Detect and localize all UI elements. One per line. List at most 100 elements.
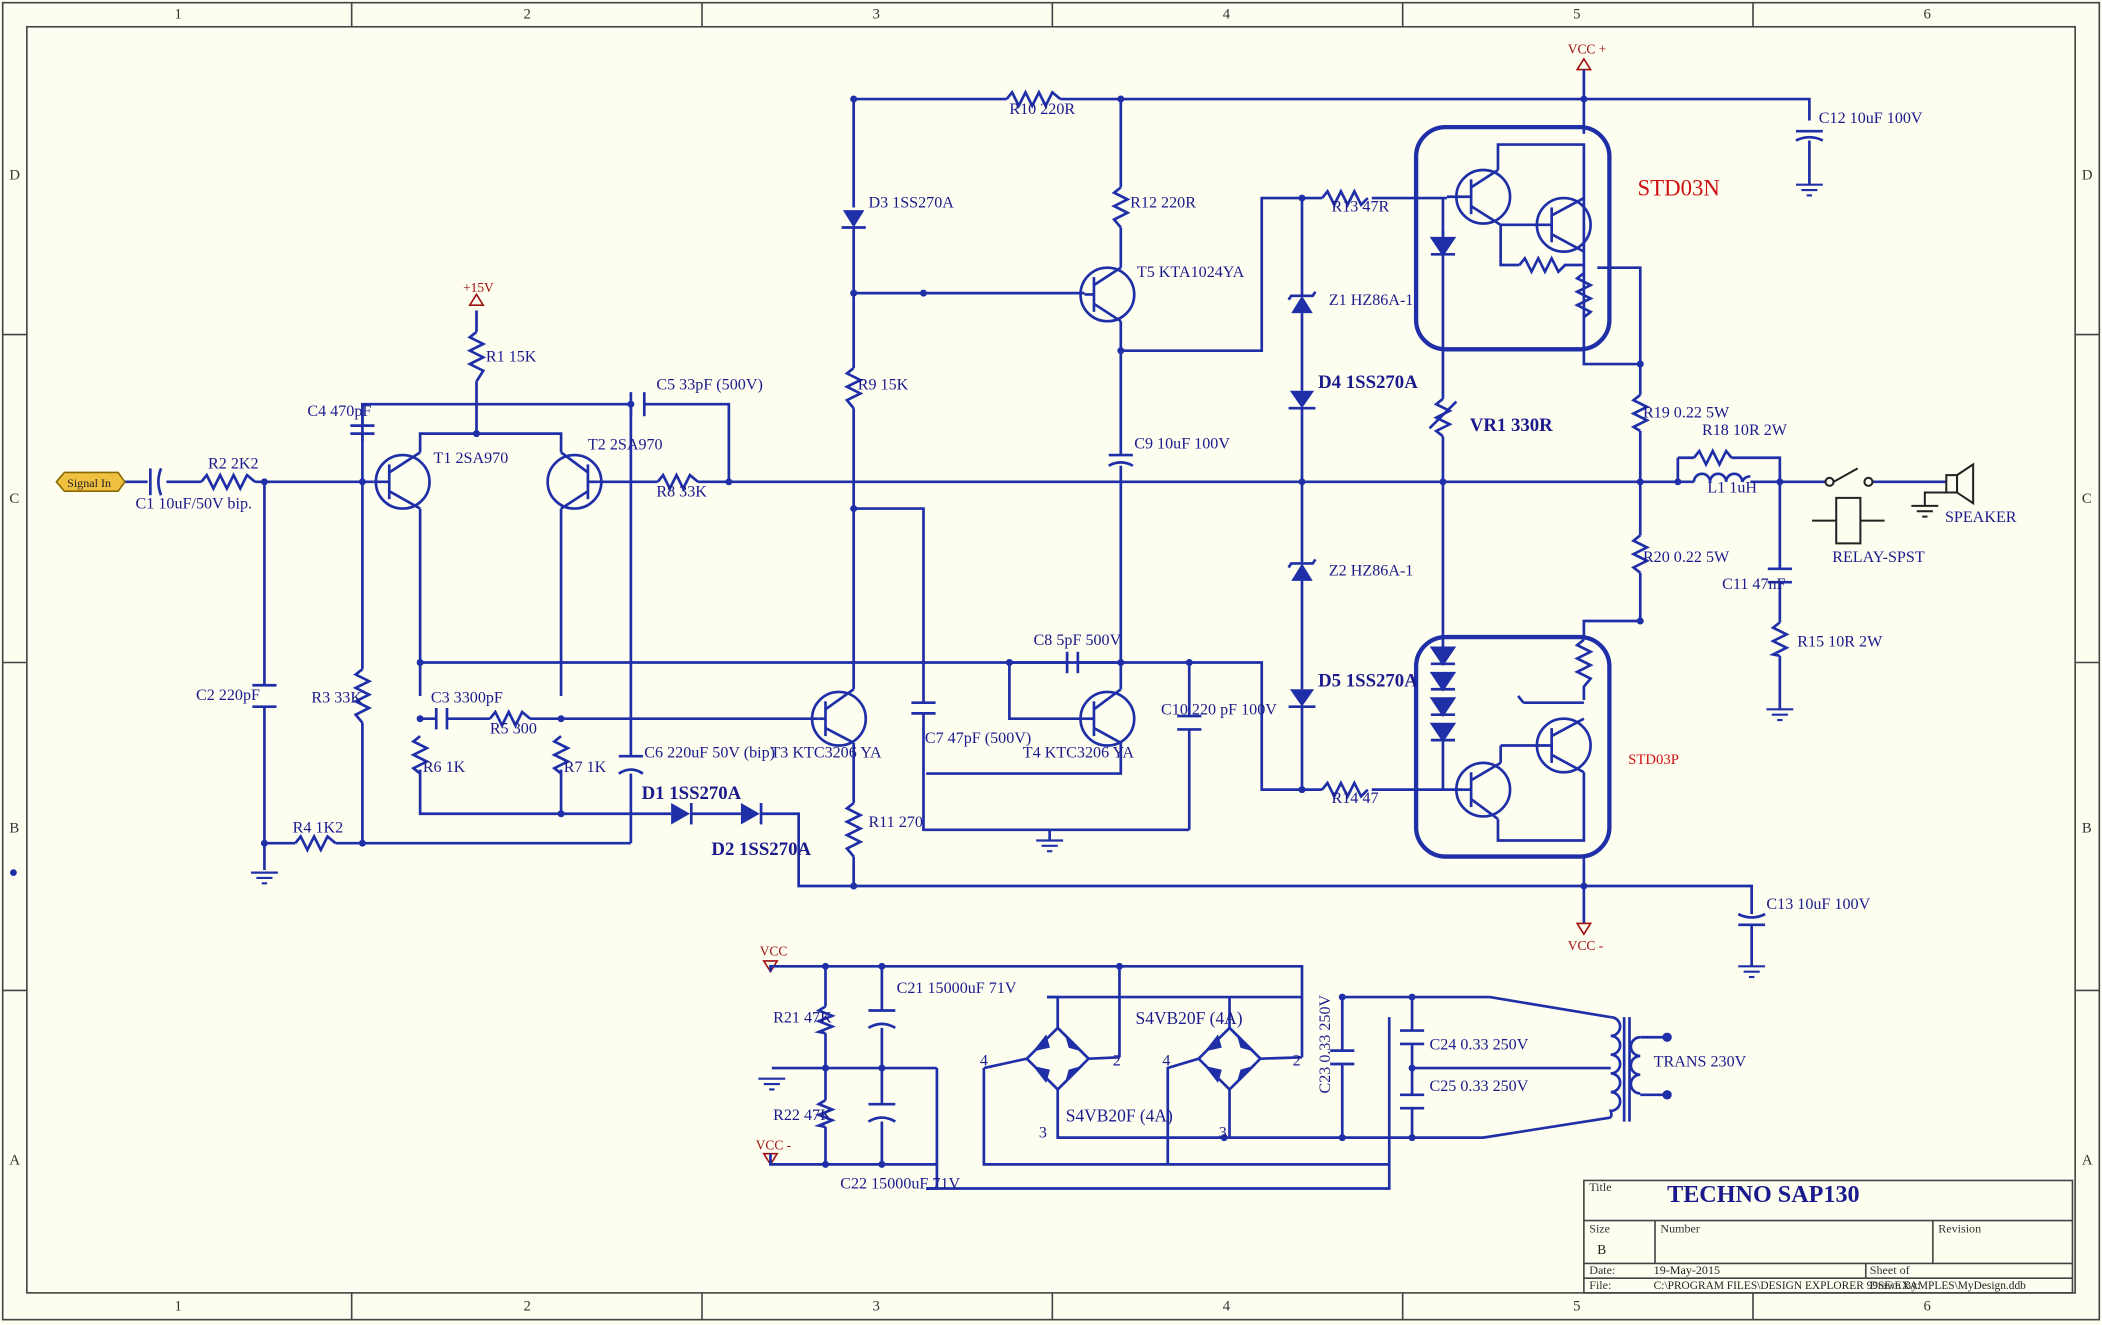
zone-col-6-bottom: 6 bbox=[1923, 1298, 1930, 1314]
revision-caption: Revision bbox=[1938, 1222, 1981, 1236]
inductor-l1 bbox=[1692, 472, 1751, 483]
transistor-t3 bbox=[810, 688, 868, 747]
resistor-r5 bbox=[488, 709, 532, 729]
module-std03n bbox=[1413, 125, 1612, 352]
label-vcc-bot: VCC - bbox=[756, 1138, 791, 1153]
label-t5: T5 KTA1024YA bbox=[1137, 264, 1245, 281]
zener-z1 bbox=[1287, 291, 1317, 314]
zone-col-2-bottom: 2 bbox=[523, 1298, 530, 1314]
capacitor-c2 bbox=[252, 683, 277, 709]
ground-icon bbox=[251, 183, 1823, 1091]
label-r19: R19 0.22 5W bbox=[1643, 405, 1730, 422]
sheet-inner-border bbox=[26, 25, 2076, 1294]
svg-text:Signal In: Signal In bbox=[67, 476, 111, 490]
zone-col-5-top: 5 bbox=[1573, 7, 1580, 23]
number-caption: Number bbox=[1660, 1222, 1700, 1236]
resistor-r18 bbox=[1692, 448, 1733, 468]
title-caption: Title bbox=[1589, 1180, 1611, 1194]
resistor-r7 bbox=[551, 735, 571, 775]
label-c1: C1 10uF/50V bip. bbox=[136, 496, 252, 513]
label-c2: C2 220pF bbox=[196, 687, 260, 704]
zone-col-1-bottom: 1 bbox=[174, 1298, 181, 1314]
capacitor-c22 bbox=[867, 1102, 896, 1123]
label-speaker: SPEAKER bbox=[1945, 509, 2017, 526]
label-relay: RELAY-SPST bbox=[1832, 549, 1925, 566]
label-c8: C8 5pF 500V bbox=[1034, 632, 1122, 649]
label-r20: R20 0.22 5W bbox=[1643, 549, 1730, 566]
label-t3: T3 KTC3206 YA bbox=[770, 745, 882, 762]
label-trans: TRANS 230V bbox=[1654, 1054, 1747, 1071]
bridge-rectifier-2 bbox=[1166, 997, 1303, 1165]
label-vcc-plus: VCC + bbox=[1568, 42, 1606, 57]
zone-col-4-top: 4 bbox=[1223, 7, 1231, 23]
capacitor-c6 bbox=[618, 754, 644, 775]
diode-d2 bbox=[740, 803, 763, 825]
label-r21: R21 47K bbox=[773, 1010, 832, 1027]
label-std03n: STD03N bbox=[1638, 175, 1720, 200]
zone-col-5-bottom: 5 bbox=[1573, 1298, 1580, 1314]
bridge-rectifier-1 bbox=[983, 995, 1225, 1139]
zone-col-4-bottom: 4 bbox=[1223, 1298, 1231, 1314]
diode-d5 bbox=[1288, 689, 1316, 709]
label-t4: T4 KTC3206 YA bbox=[1023, 745, 1135, 762]
label-r14: R14 47 bbox=[1332, 790, 1379, 807]
zone-col-1-top: 1 bbox=[174, 7, 181, 23]
resistor-r11 bbox=[843, 801, 864, 858]
label-r7: R7 1K bbox=[564, 759, 607, 776]
capacitor-c5 bbox=[629, 392, 646, 417]
capacitor-c10 bbox=[1177, 714, 1202, 731]
label-z1: Z1 HZ86A-1 bbox=[1329, 292, 1414, 309]
label-r12: R12 220R bbox=[1130, 194, 1196, 211]
label-r6: R6 1K bbox=[423, 759, 466, 776]
component-labels: C1 10uF/50V bip. R2 2K2 C2 220pF R3 33K … bbox=[136, 42, 2017, 1193]
label-c24: C24 0.33 250V bbox=[1430, 1036, 1529, 1053]
zone-row-D-left: D bbox=[9, 167, 20, 183]
label-r2: R2 2K2 bbox=[208, 455, 259, 472]
date-value: 19-May-2015 bbox=[1654, 1263, 1720, 1277]
label-p15: +15V bbox=[463, 280, 494, 295]
resistor-r9 bbox=[843, 367, 864, 410]
resistor-r12 bbox=[1111, 186, 1131, 229]
trimmer-vr1 bbox=[1428, 397, 1458, 438]
label-c13: C13 10uF 100V bbox=[1766, 896, 1870, 913]
capacitor-c8 bbox=[1009, 651, 1121, 674]
label-c9: C9 10uF 100V bbox=[1134, 435, 1230, 452]
capacitor-c9 bbox=[1108, 453, 1134, 467]
capacitor-c25 bbox=[1399, 1093, 1425, 1110]
resistor-r4 bbox=[294, 833, 337, 853]
label-r8: R8 33K bbox=[656, 484, 707, 501]
label-br2: S4VB20F (4A) bbox=[1136, 1008, 1243, 1028]
resistor-r14 bbox=[1321, 779, 1369, 800]
label-c3: C3 3300pF bbox=[431, 690, 503, 707]
transistor-t2 bbox=[546, 451, 603, 510]
label-vcc-top: VCC bbox=[760, 944, 788, 959]
zener-z2 bbox=[1287, 558, 1317, 581]
label-r15: R15 10R 2W bbox=[1797, 633, 1883, 650]
transistor-t5 bbox=[1079, 266, 1136, 323]
capacitor-c11 bbox=[1767, 567, 1792, 584]
label-t1: T1 2SA970 bbox=[434, 450, 509, 467]
zone-col-3-top: 3 bbox=[872, 7, 879, 23]
resistor-r10 bbox=[1005, 89, 1062, 109]
label-r9: R9 15K bbox=[858, 376, 909, 393]
label-c22: C22 15000uF 71V bbox=[840, 1176, 960, 1193]
label-r5: R5 300 bbox=[490, 720, 537, 737]
label-d5: D5 1SS270A bbox=[1318, 671, 1418, 692]
label-c11: C11 47nF bbox=[1722, 576, 1785, 593]
signal-in-port: Signal In bbox=[55, 471, 126, 492]
resistor-r1 bbox=[466, 330, 487, 383]
power-supply-dots bbox=[822, 962, 1416, 1168]
label-l1: L1 1uH bbox=[1707, 480, 1757, 497]
label-r3: R3 33K bbox=[311, 690, 362, 707]
label-r18: R18 10R 2W bbox=[1702, 422, 1788, 439]
zone-row-B-right: B bbox=[2082, 820, 2092, 836]
diode-d3 bbox=[841, 210, 866, 229]
label-std03p: STD03P bbox=[1628, 752, 1679, 768]
label-d3: D3 1SS270A bbox=[868, 194, 954, 211]
module-std03p bbox=[1413, 634, 1612, 859]
resistor-r13 bbox=[1321, 188, 1369, 208]
label-d1: D1 1SS270A bbox=[642, 783, 742, 804]
